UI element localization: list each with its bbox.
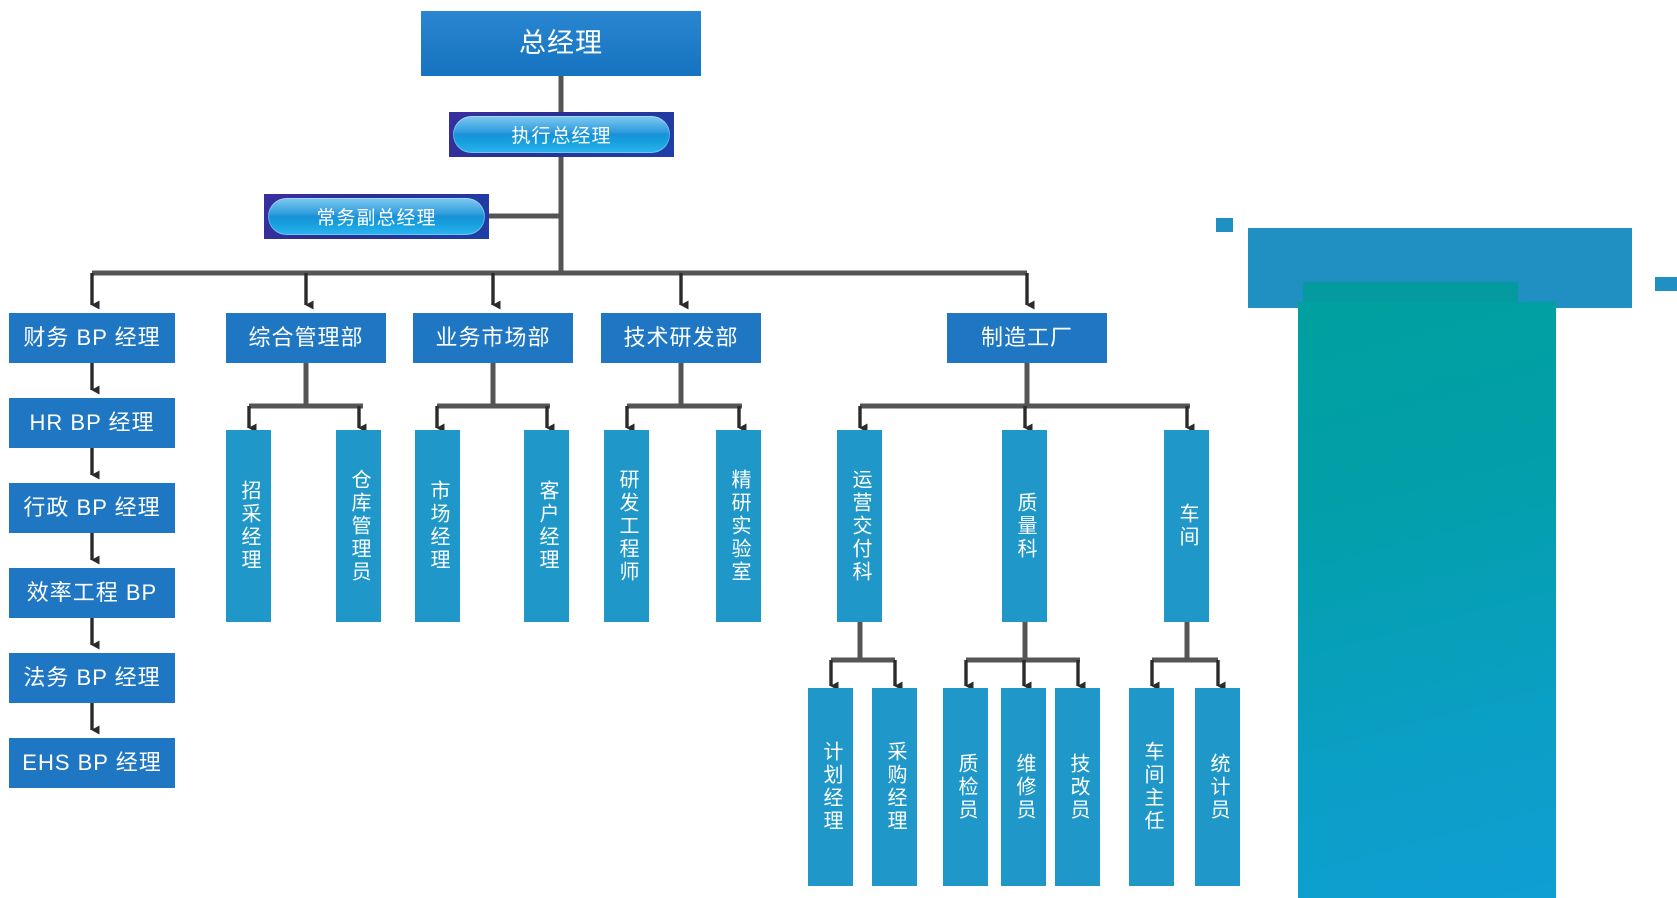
node-market-manager[interactable]: 市场经理 bbox=[415, 430, 460, 622]
node-quality-section[interactable]: 质量科 bbox=[1002, 430, 1047, 622]
node-technical-improvement-staff[interactable]: 技改员 bbox=[1055, 688, 1100, 886]
dept-general-administration[interactable]: 综合管理部 bbox=[226, 313, 386, 363]
node-customer-manager[interactable]: 客户经理 bbox=[524, 430, 569, 622]
decor-gradient-panel bbox=[1298, 302, 1556, 898]
node-statistician[interactable]: 统计员 bbox=[1195, 688, 1240, 886]
node-workshop-director[interactable]: 车间主任 bbox=[1129, 688, 1174, 886]
node-operations-delivery-section[interactable]: 运营交付科 bbox=[837, 430, 882, 622]
node-general-manager[interactable]: 总经理 bbox=[421, 11, 701, 76]
node-warehouse-administrator[interactable]: 仓库管理员 bbox=[336, 430, 381, 622]
node-efficiency-engineering-bp[interactable]: 效率工程 BP bbox=[9, 568, 175, 618]
node-deputy-general-manager-label: 常务副总经理 bbox=[268, 198, 485, 235]
node-maintenance-technician[interactable]: 维修员 bbox=[1001, 688, 1046, 886]
dept-finance-bp-manager[interactable]: 财务 BP 经理 bbox=[9, 313, 175, 363]
node-precision-research-lab[interactable]: 精研实验室 bbox=[716, 430, 761, 622]
dept-technology-rnd[interactable]: 技术研发部 bbox=[601, 313, 761, 363]
node-legal-bp-manager[interactable]: 法务 BP 经理 bbox=[9, 653, 175, 703]
dept-business-market[interactable]: 业务市场部 bbox=[413, 313, 573, 363]
node-executive-general-manager[interactable]: 执行总经理 bbox=[449, 112, 674, 157]
node-admin-bp-manager[interactable]: 行政 BP 经理 bbox=[9, 483, 175, 533]
node-quality-inspector[interactable]: 质检员 bbox=[943, 688, 988, 886]
node-rnd-engineer[interactable]: 研发工程师 bbox=[604, 430, 649, 622]
node-hr-bp-manager[interactable]: HR BP 经理 bbox=[9, 398, 175, 448]
node-planning-manager[interactable]: 计划经理 bbox=[808, 688, 853, 886]
node-executive-general-manager-label: 执行总经理 bbox=[453, 116, 670, 153]
node-purchasing-manager[interactable]: 采购经理 bbox=[872, 688, 917, 886]
decor-square-left bbox=[1216, 218, 1233, 232]
node-procurement-manager[interactable]: 招采经理 bbox=[226, 430, 271, 622]
dept-manufacturing-factory[interactable]: 制造工厂 bbox=[947, 313, 1107, 363]
node-deputy-general-manager[interactable]: 常务副总经理 bbox=[264, 194, 489, 239]
node-ehs-bp-manager[interactable]: EHS BP 经理 bbox=[9, 738, 175, 788]
decor-square-right bbox=[1655, 277, 1677, 291]
node-workshop[interactable]: 车间 bbox=[1164, 430, 1209, 622]
